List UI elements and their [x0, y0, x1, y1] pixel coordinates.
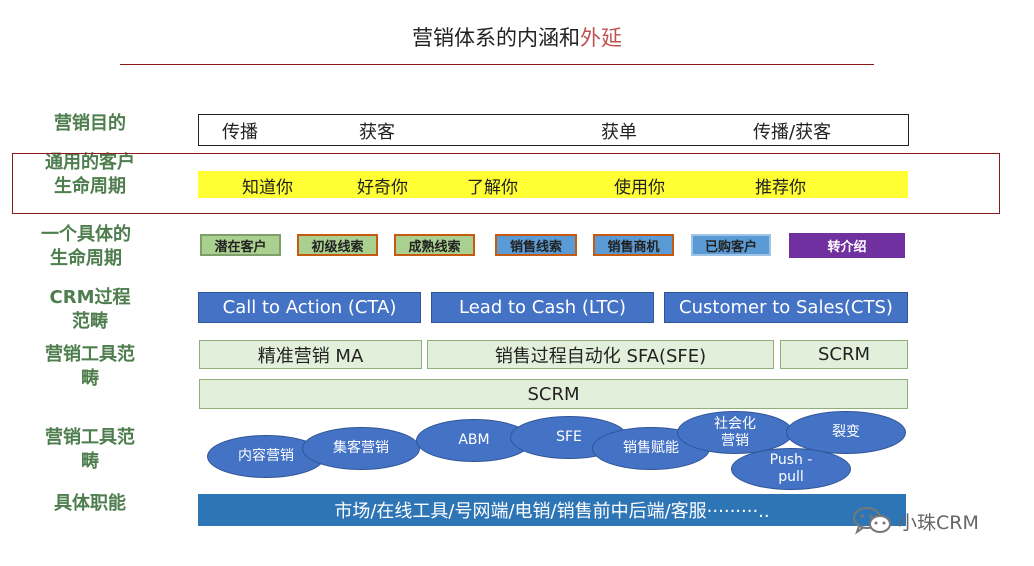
lifecycle-stage: 知道你 [242, 178, 293, 198]
lifecycle-stage: 了解你 [467, 178, 518, 198]
stage-sales-opportunity: 销售商机 [593, 234, 674, 256]
tool-scrm: SCRM [780, 340, 908, 369]
row-label-specific-lifecycle: 一个具体的生命周期 [41, 224, 131, 269]
crm-process-ltc: Lead to Cash (LTC) [431, 292, 654, 323]
purpose-box [198, 114, 909, 146]
functions-bar: 市场/在线工具/号网端/电销/销售前中后端/客服·········.. [198, 494, 906, 526]
tool-ellipse-inbound-marketing: 集客营销 [302, 427, 420, 470]
row-label-generic-lifecycle: 通用的客户生命周期 [45, 152, 135, 197]
title-divider [120, 64, 874, 65]
tool-ma: 精准营销 MA [199, 340, 422, 369]
row-label-tool-scope-a: 营销工具范畴 [45, 344, 135, 389]
tool-ellipse-social-marketing: 社会化营销 [677, 411, 793, 454]
page-title: 营销体系的内涵和外延 [0, 22, 1034, 52]
generic-lifecycle-highlight-frame [12, 153, 1000, 214]
purpose-item: 传播 [222, 122, 258, 143]
stage-potential-customer: 潜在客户 [200, 234, 281, 256]
title-accent: 外延 [580, 26, 622, 50]
tool-scrm-wide: SCRM [199, 379, 908, 409]
lifecycle-stage: 推荐你 [755, 178, 806, 198]
purpose-item: 获单 [601, 122, 637, 143]
stage-sales-lead: 销售线索 [495, 234, 577, 256]
title-main: 营销体系的内涵和 [412, 26, 580, 50]
lifecycle-stage: 使用你 [614, 178, 665, 198]
row-label-tool-scope-b: 营销工具范畴 [45, 427, 135, 472]
crm-process-cts: Customer to Sales(CTS) [664, 292, 908, 323]
row-label-functions: 具体职能 [54, 493, 126, 514]
tool-sfa: 销售过程自动化 SFA(SFE) [427, 340, 774, 369]
row-label-crm-scope: CRM过程范畴 [49, 287, 131, 332]
stage-purchased-customer: 已购客户 [691, 234, 771, 256]
wechat-icon [852, 505, 894, 535]
stage-mature-lead: 成熟线索 [394, 234, 475, 256]
stage-initial-lead: 初级线索 [297, 234, 378, 256]
tool-ellipse-push-pull: Push - pull [731, 448, 851, 490]
row-label-purpose: 营销目的 [54, 113, 126, 134]
tool-ellipse-fission: 裂变 [786, 411, 906, 454]
generic-lifecycle-bar [198, 171, 908, 198]
stage-referral: 转介绍 [789, 233, 905, 258]
purpose-item: 获客 [359, 122, 395, 143]
purpose-item: 传播/获客 [753, 122, 832, 143]
lifecycle-stage: 好奇你 [357, 178, 408, 198]
tool-ellipse-content-marketing: 内容营销 [207, 435, 325, 478]
brand-watermark: 小珠CRM [898, 512, 979, 534]
crm-process-cta: Call to Action (CTA) [198, 292, 421, 323]
